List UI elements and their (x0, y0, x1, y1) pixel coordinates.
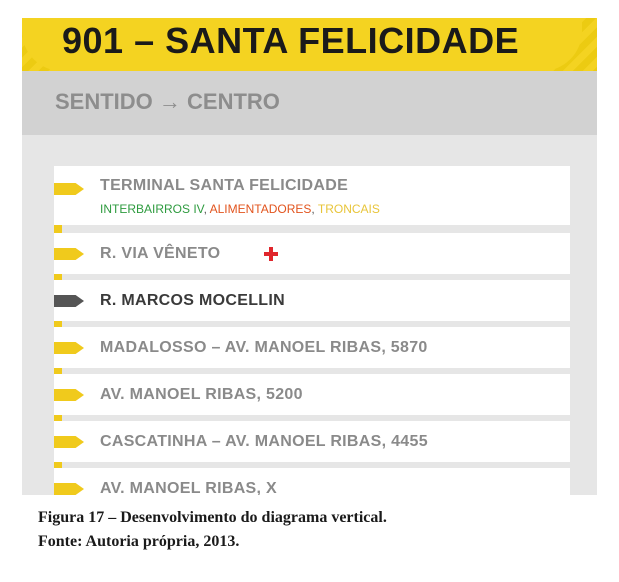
direction-bar (22, 71, 597, 135)
line-separator: , (203, 202, 207, 216)
stop-marker-icon (54, 436, 84, 448)
stop-item[interactable]: MADALOSSO – AV. MANOEL RIBAS, 5870 (54, 327, 570, 368)
stop-name: AV. MANOEL RIBAS, X (100, 480, 277, 495)
stop-name: CASCATINHA – AV. MANOEL RIBAS, 4455 (100, 433, 428, 450)
title-banner (22, 18, 582, 71)
stop-marker-icon (54, 389, 84, 401)
stop-marker-icon (54, 483, 84, 495)
stop-list: TERMINAL SANTA FELICIDADE INTERBAIRROS I… (54, 166, 597, 495)
stop-item[interactable]: AV. MANOEL RIBAS, 5200 (54, 374, 570, 415)
line-separator: , (311, 202, 315, 216)
stop-marker-icon (54, 248, 84, 260)
route-diagram-screen: 901 – SANTA FELICIDADE SENTIDO → CENTRO … (22, 18, 597, 495)
line-troncais: TRONCAIS (317, 202, 380, 216)
stop-marker-icon (54, 183, 84, 195)
route-title: 901 – SANTA FELICIDADE (62, 20, 520, 61)
stop-name: AV. MANOEL RIBAS, 5200 (100, 386, 303, 403)
stop-item[interactable]: R. VIA VÊNETO (54, 233, 570, 274)
direction-label: SENTIDO → CENTRO (55, 89, 280, 114)
red-cross-icon (264, 247, 278, 261)
line-interbairros: INTERBAIRROS IV (100, 202, 204, 216)
stop-item[interactable]: CASCATINHA – AV. MANOEL RIBAS, 4455 (54, 421, 570, 462)
stop-name: R. VIA VÊNETO (100, 245, 221, 262)
line-alimentadores: ALIMENTADORES (209, 202, 312, 216)
figure-source: Fonte: Autoria própria, 2013. (38, 533, 240, 550)
stop-name: TERMINAL SANTA FELICIDADE (100, 177, 349, 194)
figure-caption: Figura 17 – Desenvolvimento do diagrama … (38, 509, 387, 526)
route-header: 901 – SANTA FELICIDADE (22, 18, 597, 71)
stop-name: R. MARCOS MOCELLIN (100, 292, 285, 309)
stop-item-current[interactable]: R. MARCOS MOCELLIN (54, 280, 570, 321)
stop-item[interactable]: TERMINAL SANTA FELICIDADE INTERBAIRROS I… (54, 166, 570, 225)
stop-name: MADALOSSO – AV. MANOEL RIBAS, 5870 (100, 339, 428, 356)
connecting-lines: INTERBAIRROS IV, ALIMENTADORES, TRONCAIS (100, 202, 380, 216)
stop-item[interactable]: AV. MANOEL RIBAS, X (54, 468, 570, 495)
stop-marker-icon (54, 342, 84, 354)
current-stop-marker-icon (54, 295, 84, 307)
